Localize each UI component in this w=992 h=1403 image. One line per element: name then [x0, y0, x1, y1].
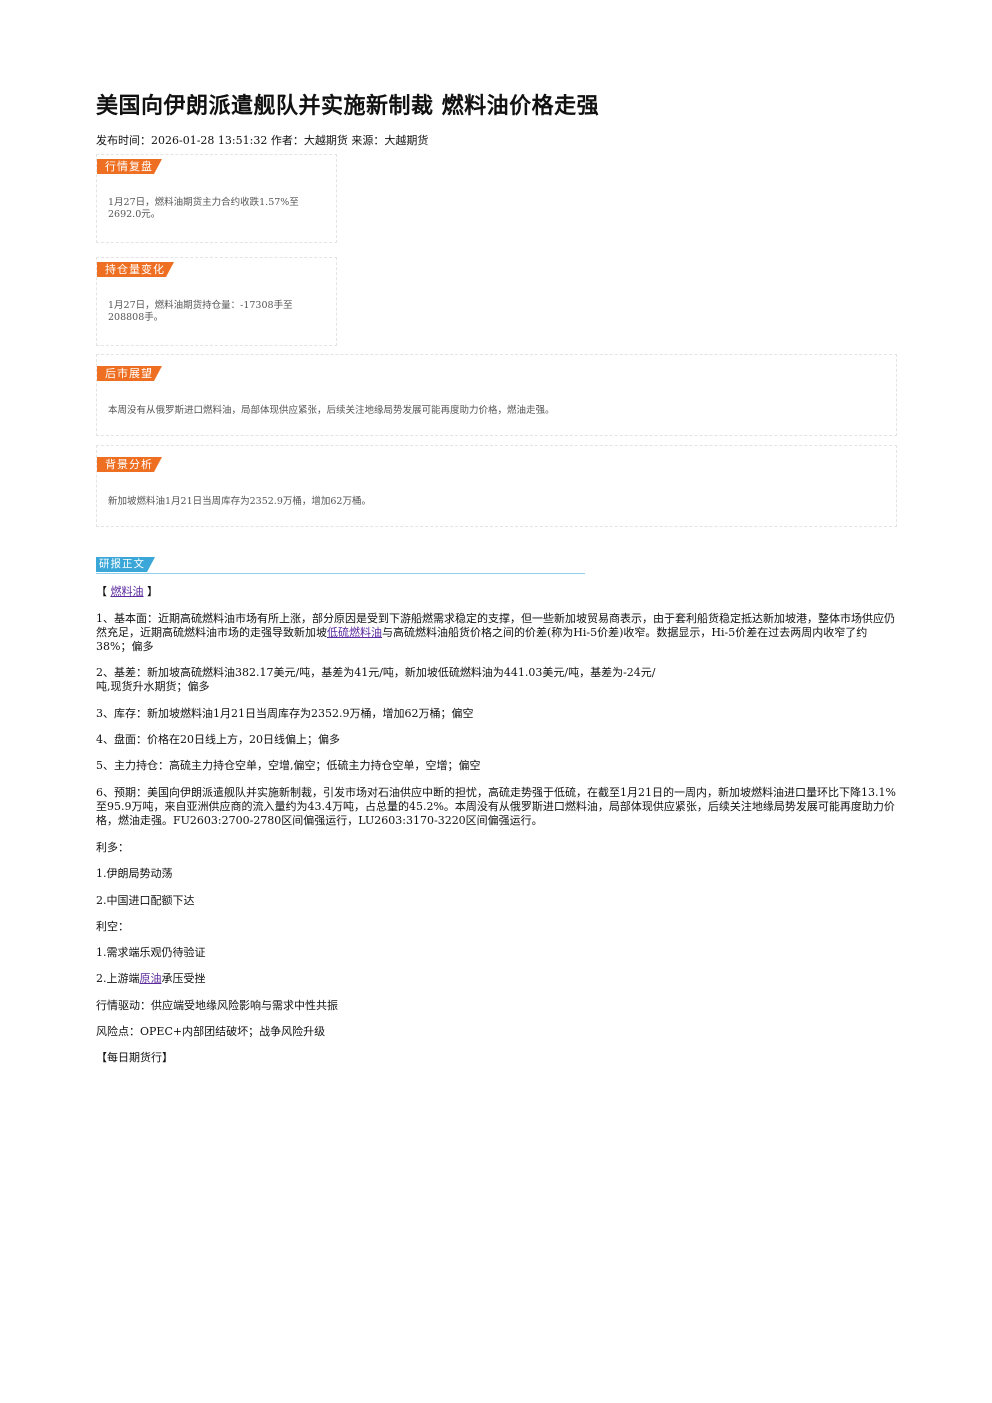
paragraph-chart: 4、盘面：价格在20日线上方，20日线偏上；偏多 — [96, 733, 340, 746]
article-meta: 发布时间：2026-01-28 13:51:32 作者：大越期货 来源：大越期货 — [96, 134, 429, 147]
report-body-header: 研报正文 — [96, 557, 585, 574]
market-review-tag: 行情复盘 — [97, 159, 162, 174]
outlook-text: 本周没有从俄罗斯进口燃料油，局部体现供应紧张，后续关注地缘局势发展可能再度助力价… — [108, 405, 555, 416]
paragraph-inventory: 3、库存：新加坡燃料油1月21日当周库存为2352.9万桶，增加62万桶；偏空 — [96, 707, 474, 720]
position-change-card: 持仓量变化 1月27日，燃料油期货持仓量：-17308手至208808手。 — [96, 257, 337, 346]
paragraph-bearish-heading: 利空： — [96, 920, 129, 933]
market-review-card: 行情复盘 1月27日，燃料油期货主力合约收跌1.57%至2692.0元。 — [96, 154, 337, 243]
paragraph-bullish-heading: 利多： — [96, 841, 129, 854]
background-text: 新加坡燃料油1月21日当周库存为2352.9万桶，增加62万桶。 — [108, 496, 371, 507]
outlook-card: 后市展望 本周没有从俄罗斯进口燃料油，局部体现供应紧张，后续关注地缘局势发展可能… — [96, 354, 897, 436]
article-title: 美国向伊朗派遣舰队并实施新制裁 燃料油价格走强 — [96, 94, 600, 119]
position-change-tag: 持仓量变化 — [97, 262, 174, 277]
background-card: 背景分析 新加坡燃料油1月21日当周库存为2352.9万桶，增加62万桶。 — [96, 445, 897, 527]
fuel-oil-link[interactable]: 燃料油 — [110, 585, 144, 598]
paragraph-bullish-1: 1.伊朗局势动荡 — [96, 867, 173, 880]
paragraph-category: 【 燃料油 】 — [96, 585, 158, 598]
crude-oil-link[interactable]: 原油 — [139, 972, 162, 985]
market-review-text: 1月27日，燃料油期货主力合约收跌1.57%至2692.0元。 — [108, 197, 299, 220]
paragraph-basis: 2、基差：新加坡高硫燃料油382.17美元/吨，基差为41元/吨，新加坡低硫燃料… — [96, 666, 656, 693]
paragraph-positions: 5、主力持仓：高硫主力持仓空单，空增,偏空；低硫主力持仓空单，空增；偏空 — [96, 759, 481, 772]
paragraph-expectation: 6、预期：美国向伊朗派遣舰队并实施新制裁，引发市场对石油供应中断的担忧，高硫走势… — [96, 786, 896, 827]
paragraph-driver: 行情驱动：供应端受地缘风险影响与需求中性共振 — [96, 999, 338, 1012]
background-tag: 背景分析 — [97, 457, 162, 472]
paragraph-bullish-2: 2.中国进口配额下达 — [96, 894, 195, 907]
outlook-tag: 后市展望 — [97, 366, 162, 381]
low-sulfur-fuel-oil-link[interactable]: 低硫燃料油 — [327, 626, 382, 639]
paragraph-bearish-1: 1.需求端乐观仍待验证 — [96, 946, 206, 959]
paragraph-daily-futures: 【每日期货行】 — [96, 1051, 173, 1064]
paragraph-fundamentals: 1、基本面：近期高硫燃料油市场有所上涨，部分原因是受到下游船燃需求稳定的支撑，但… — [96, 612, 895, 653]
position-change-text: 1月27日，燃料油期货持仓量：-17308手至208808手。 — [108, 300, 293, 323]
report-body-tag: 研报正文 — [96, 557, 155, 572]
paragraph-risk: 风险点：OPEC+内部团结破坏；战争风险升级 — [96, 1025, 326, 1038]
paragraph-bearish-2: 2.上游端原油承压受挫 — [96, 972, 206, 985]
